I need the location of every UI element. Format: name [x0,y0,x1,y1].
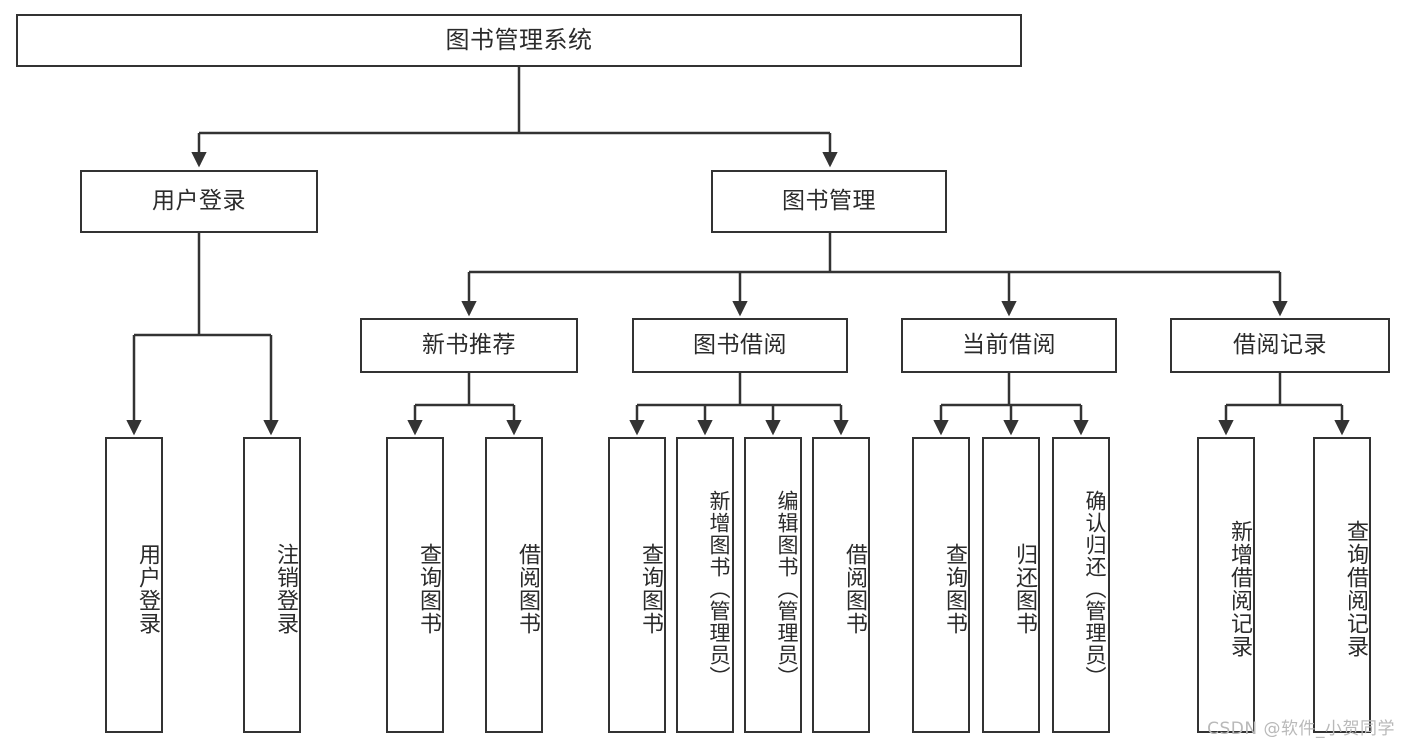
leaf-logout[interactable]: 注销登录 [243,437,301,733]
node-user-login[interactable]: 用户登录 [80,170,318,233]
node-new-book-recommend[interactable]: 新书推荐 [360,318,578,373]
node-book-management[interactable]: 图书管理 [711,170,947,233]
leaf-borrow-book[interactable]: 借阅图书 [812,437,870,733]
leaf-user-login[interactable]: 用户登录 [105,437,163,733]
node-book-borrow[interactable]: 图书借阅 [632,318,848,373]
leaf-confirm-return-admin[interactable]: 确认归还（管理员） [1052,437,1110,733]
node-root-system[interactable]: 图书管理系统 [16,14,1022,67]
leaf-add-borrow-record[interactable]: 新增借阅记录 [1197,437,1255,733]
node-current-borrow[interactable]: 当前借阅 [901,318,1117,373]
leaf-add-book-admin[interactable]: 新增图书（管理员） [676,437,734,733]
csdn-watermark: CSDN @软件_小贺同学 [1207,719,1395,739]
leaf-query-book-current[interactable]: 查询图书 [912,437,970,733]
node-borrow-record[interactable]: 借阅记录 [1170,318,1390,373]
leaf-borrow-book-recommend[interactable]: 借阅图书 [485,437,543,733]
leaf-query-book-borrow[interactable]: 查询图书 [608,437,666,733]
leaf-edit-book-admin[interactable]: 编辑图书（管理员） [744,437,802,733]
leaf-query-book-recommend[interactable]: 查询图书 [386,437,444,733]
leaf-return-book[interactable]: 归还图书 [982,437,1040,733]
leaf-query-borrow-record[interactable]: 查询借阅记录 [1313,437,1371,733]
